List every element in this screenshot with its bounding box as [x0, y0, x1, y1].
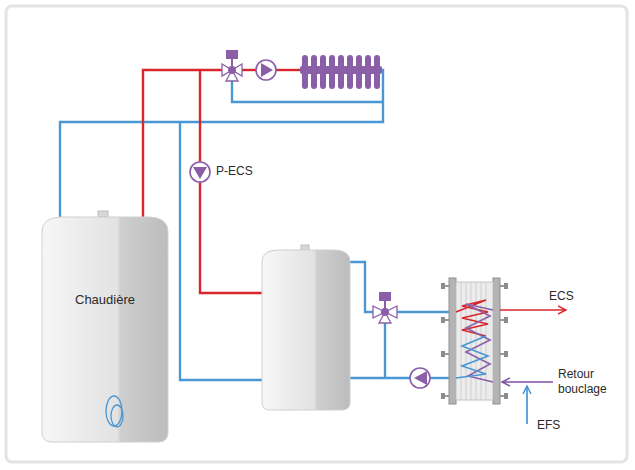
boiler: [42, 217, 168, 442]
storage-tank: [262, 245, 350, 410]
plate-heat-exchanger: [493, 278, 500, 404]
return-pipe: [384, 322, 386, 378]
three-way-valve: [379, 292, 391, 301]
hot-water-outlet: [500, 309, 566, 311]
radiator: [320, 55, 326, 89]
pump: [190, 162, 210, 182]
plate-heat-exchanger: [449, 278, 456, 404]
boiler-label-box: Chaudière: [67, 284, 143, 316]
return-pipe: [60, 70, 383, 222]
boiler: [42, 211, 168, 442]
plate-heat-exchanger: [504, 393, 508, 399]
plate-heat-exchanger: [441, 317, 445, 323]
return-pipe: [397, 311, 449, 313]
boiler: [98, 211, 108, 217]
return-pipe: [350, 377, 410, 379]
loop-return-inlet: [502, 381, 553, 383]
pump: [256, 60, 276, 80]
three-way-valve: [226, 50, 238, 59]
three-way-valve: [373, 292, 397, 323]
pump: [256, 60, 276, 80]
inlet-label: Retour bouclage: [558, 367, 622, 397]
return-pipe: [350, 262, 373, 312]
node-label: Chaudière: [75, 292, 135, 308]
plate-heat-exchanger: [466, 282, 467, 400]
three-way-valve: [381, 308, 389, 316]
return-pipe: [430, 377, 449, 379]
flow-pipe: [143, 70, 222, 222]
outlet-label: ECS: [549, 289, 574, 304]
flow-pipe: [276, 69, 300, 71]
radiator: [329, 55, 335, 89]
plate-heat-exchanger: [461, 282, 462, 400]
radiator: [347, 55, 353, 89]
pump: [193, 167, 207, 179]
plate-heat-exchanger: [441, 393, 445, 399]
flow-pipe: [199, 70, 201, 162]
pump: [261, 63, 273, 77]
plate-heat-exchanger: [504, 283, 508, 289]
radiator: [356, 55, 362, 89]
radiator: [365, 55, 371, 89]
flow-pipe: [242, 69, 256, 71]
inlet-label: EFS: [537, 418, 560, 433]
boiler: [111, 405, 123, 427]
storage-tank: [262, 250, 350, 410]
plate-heat-exchanger: [504, 317, 508, 323]
radiator: [300, 55, 382, 89]
radiator: [311, 55, 317, 89]
plate-heat-exchanger: [481, 282, 482, 400]
pump-label: P-ECS: [216, 164, 253, 179]
plate-heat-exchanger: [471, 282, 472, 400]
plate-heat-exchanger: [456, 336, 488, 378]
frame: [6, 6, 627, 462]
plate-heat-exchanger: [441, 278, 508, 404]
three-way-valve: [228, 66, 236, 74]
pump: [414, 371, 427, 385]
flow-pipe: [200, 182, 262, 293]
cold-water-inlet: [526, 386, 528, 424]
three-way-valve: [222, 50, 242, 81]
radiator: [374, 55, 380, 89]
plate-heat-exchanger: [441, 283, 445, 289]
pump: [410, 368, 430, 388]
boiler: [106, 396, 122, 426]
plate-heat-exchanger: [504, 351, 508, 357]
return-pipe: [180, 122, 262, 380]
pump: [190, 162, 210, 182]
radiator: [302, 55, 308, 89]
pump: [410, 368, 430, 388]
plate-heat-exchanger: [456, 282, 493, 400]
plate-heat-exchanger: [441, 351, 445, 357]
radiator: [338, 55, 344, 89]
